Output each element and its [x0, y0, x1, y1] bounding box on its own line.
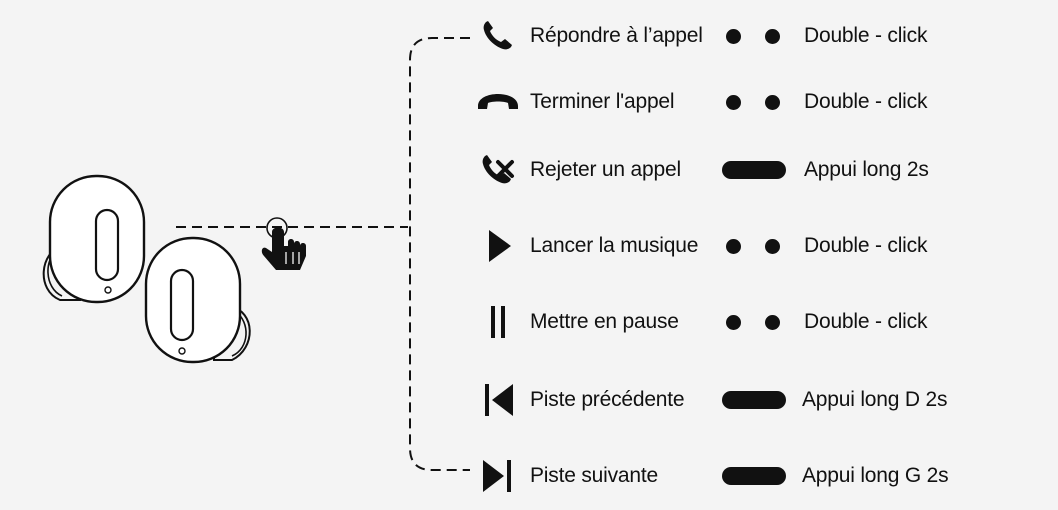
bracket-line [409, 37, 470, 471]
touch-hand-icon [261, 217, 306, 270]
gesture-label: Double - click [804, 310, 928, 333]
gesture-label: Appui long 2s [804, 158, 929, 181]
function-label: Mettre en pause [530, 310, 679, 333]
function-row: Terminer l'appel Double - click [476, 82, 1046, 122]
next-track-icon [476, 456, 520, 496]
previous-track-icon [476, 380, 520, 420]
long-press-icon [722, 380, 788, 420]
double-click-icon [722, 302, 788, 342]
function-label: Rejeter un appel [530, 158, 681, 181]
double-click-icon [722, 226, 788, 266]
function-label: Lancer la musique [530, 234, 699, 257]
function-label: Répondre à l’appel [530, 24, 703, 47]
right-earbud-icon [144, 236, 251, 364]
long-press-icon [722, 150, 788, 190]
function-label: Piste précédente [530, 388, 685, 411]
phone-reject-icon [476, 150, 520, 190]
function-label: Piste suivante [530, 464, 658, 487]
long-press-icon [722, 456, 788, 496]
gesture-label: Double - click [804, 24, 928, 47]
double-click-icon [722, 82, 788, 122]
function-label: Terminer l'appel [530, 90, 675, 113]
double-click-icon [722, 16, 788, 56]
left-earbud-icon [42, 174, 146, 304]
phone-answer-icon [476, 16, 520, 56]
function-row: Piste précédente Appui long D 2s [476, 380, 1046, 420]
function-row: Lancer la musique Double - click [476, 226, 1046, 266]
phone-hangup-icon [476, 82, 520, 122]
play-icon [476, 226, 520, 266]
function-row: Piste suivante Appui long G 2s [476, 456, 1046, 496]
gesture-label: Double - click [804, 90, 928, 113]
function-row: Répondre à l’appel Double - click [476, 16, 1046, 56]
function-row: Mettre en pause Double - click [476, 302, 1046, 342]
gesture-label: Appui long G 2s [802, 464, 949, 487]
gesture-label: Double - click [804, 234, 928, 257]
gesture-label: Appui long D 2s [802, 388, 948, 411]
pause-icon [476, 302, 520, 342]
function-row: Rejeter un appel Appui long 2s [476, 150, 1046, 190]
